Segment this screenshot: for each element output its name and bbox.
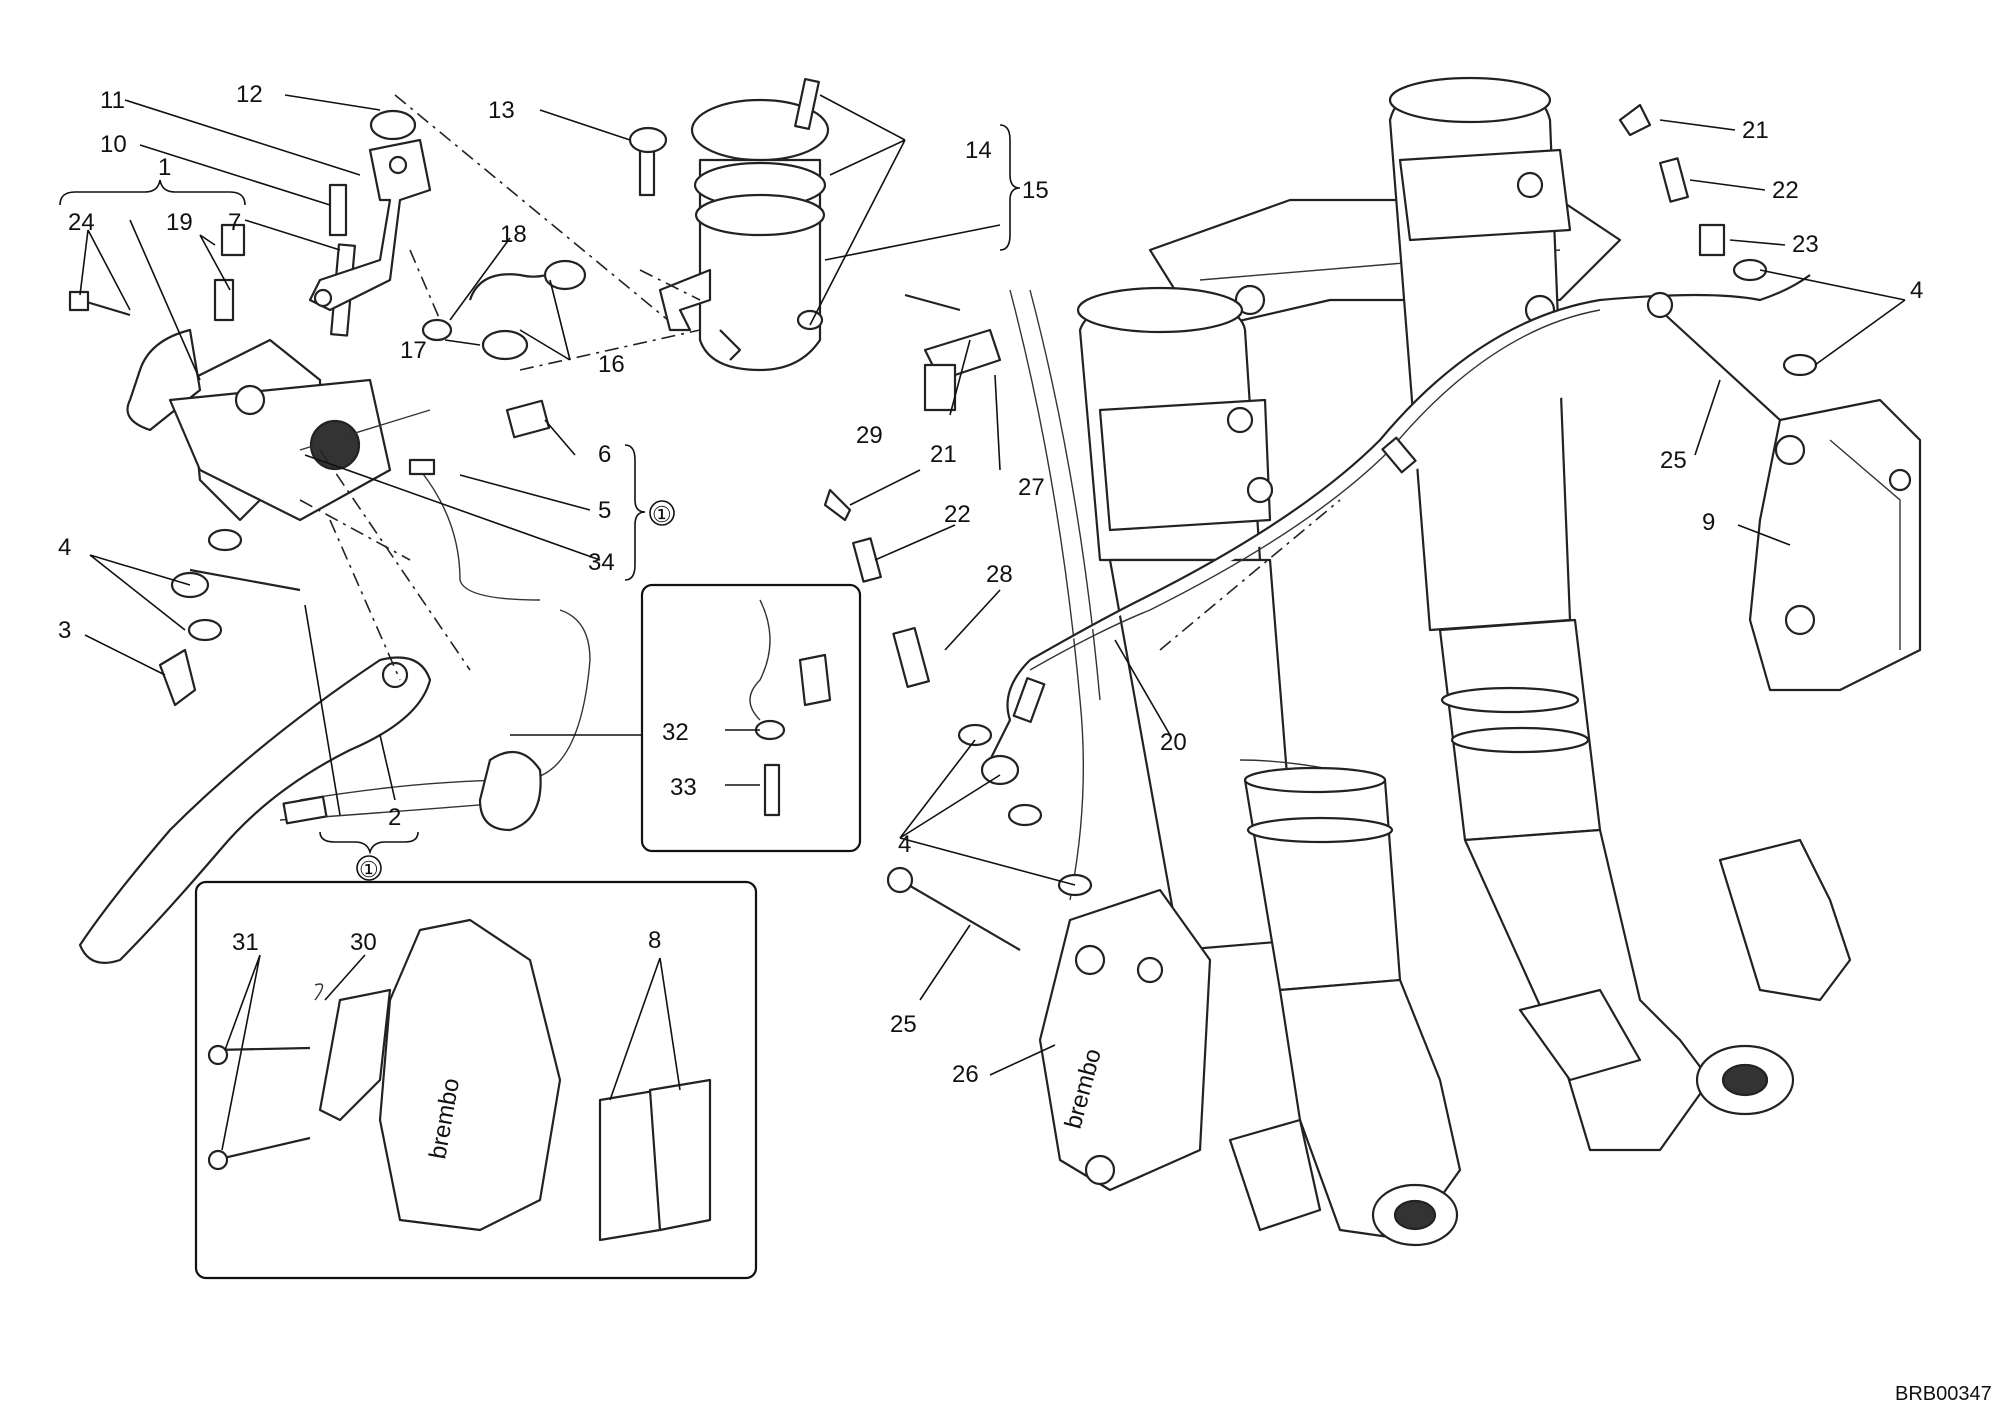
callout-16: 16 [598,351,625,378]
leader-lines [59,94,1906,1151]
callout-3: 3 [58,617,71,644]
callout-33: 33 [670,774,697,801]
callout-15: 15 [1022,177,1049,204]
callout-25-right: 25 [1660,447,1687,474]
circled-mark-bottom: ① [359,857,379,882]
caliper-left: brembo [886,866,1212,1192]
brake-hose [989,274,1811,761]
callout-14: 14 [965,137,992,164]
callout-4-right: 4 [1910,277,1923,304]
callout-4-mid: 4 [898,831,911,858]
caliper-right [1646,291,1922,692]
mounting-bracket [308,94,681,342]
diagram-code: BRB00347 [1895,1383,1992,1405]
callout-34: 34 [588,549,615,576]
callout-1: 1 [158,154,171,181]
callout-22-mid: 22 [944,501,971,528]
callout-2: 2 [388,804,401,831]
callout-24: 24 [68,209,95,236]
callout-32: 32 [662,719,689,746]
callout-28: 28 [986,561,1013,588]
callout-21-mid: 21 [930,441,957,468]
callout-17: 17 [400,337,427,364]
callout-29: 29 [856,422,883,449]
callout-20: 20 [1160,729,1187,756]
callout-6: 6 [598,441,611,468]
callout-13: 13 [488,97,515,124]
fluid-reservoir [519,77,830,372]
callout-26: 26 [952,1061,979,1088]
bleed-parts-mid [823,103,1818,897]
callout-11: 11 [100,87,125,114]
callout-8: 8 [648,927,661,954]
callout-10: 10 [100,131,127,158]
reservoir-hose [468,259,587,439]
callout-12: 12 [236,81,263,108]
callout-labels: 1 2 3 4 4 4 5 6 7 8 9 10 11 12 13 14 15 … [58,81,1992,1405]
callout-22-right: 22 [1772,177,1799,204]
callout-30: 30 [350,929,377,956]
callout-9: 9 [1702,509,1715,536]
callout-27: 27 [1018,474,1045,501]
master-cylinder-assembly [68,223,591,964]
callout-19: 19 [166,209,193,236]
callout-21-right: 21 [1742,117,1769,144]
callout-4-left: 4 [58,534,71,561]
circled-mark-right: ① [652,502,672,527]
callout-23: 23 [1792,231,1819,258]
callout-25-mid: 25 [890,1011,917,1038]
callout-7: 7 [228,209,241,236]
callout-5: 5 [598,497,611,524]
callout-18: 18 [500,221,527,248]
inset-pads: brembo [194,880,758,1280]
callout-31: 31 [232,929,259,956]
inset-small-parts [510,583,862,853]
